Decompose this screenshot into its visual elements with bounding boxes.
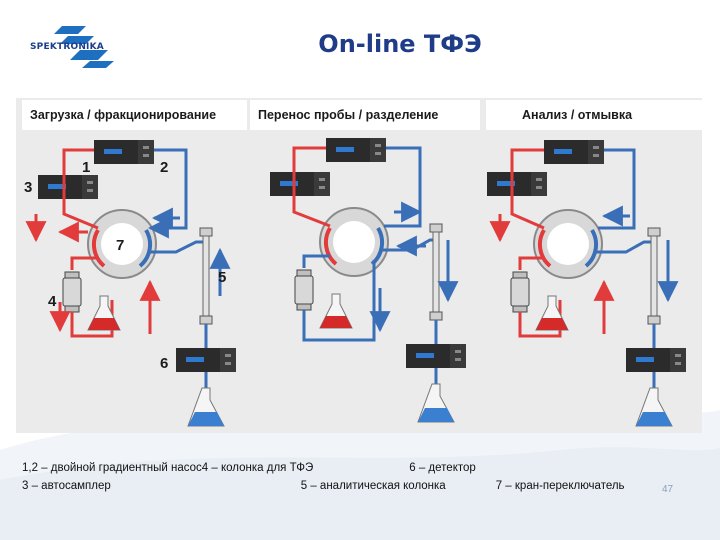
panel-3-diagram [487,140,686,427]
spe-scheme-diagram: 1 2 3 4 5 6 7 [16,98,702,433]
legend-detector: 6 – детектор [409,462,476,474]
label-2: 2 [160,159,168,176]
panel-title-transfer: Перенос пробы / разделение [258,108,439,122]
label-6: 6 [160,355,168,372]
autosampler [38,175,98,199]
legend-switching-valve: 7 – кран-переключатель [495,480,625,492]
spektronika-logo [54,26,114,68]
slide-title: On-line ТФЭ [318,30,482,58]
legend-spe-column: 4 – колонка для ТФЭ [201,462,314,474]
label-7: 7 [116,237,124,254]
panel-2-diagram [270,138,466,423]
spe-scheme-figure: 1 2 3 4 5 6 7 [16,98,702,433]
panel-title-analysis: Анализ / отмывка [522,108,633,122]
panel-1-diagram: 1 2 3 4 5 6 7 [24,140,236,427]
legend-row-1: 1,2 – двойной градиентный насос4 – колон… [22,462,476,474]
label-1: 1 [82,159,90,176]
background-decoration [0,407,720,540]
legend-pump: 1,2 – двойной градиентный насос [22,462,202,474]
label-4: 4 [48,293,57,310]
label-5: 5 [218,269,226,286]
legend-autosampler: 3 – автосамплер [22,480,111,492]
label-3: 3 [24,179,32,196]
page-number: 47 [662,484,674,495]
legend-row-2: 3 – автосамплер 5 – аналитическая колонка… [22,480,625,492]
panel-title-loading: Загрузка / фракционирование [30,108,217,122]
logo-text: SPEKTRONIKA [30,42,104,52]
detector [176,348,236,372]
spe-column [62,271,82,313]
legend-analytical-column: 5 – аналитическая колонка [300,480,446,492]
